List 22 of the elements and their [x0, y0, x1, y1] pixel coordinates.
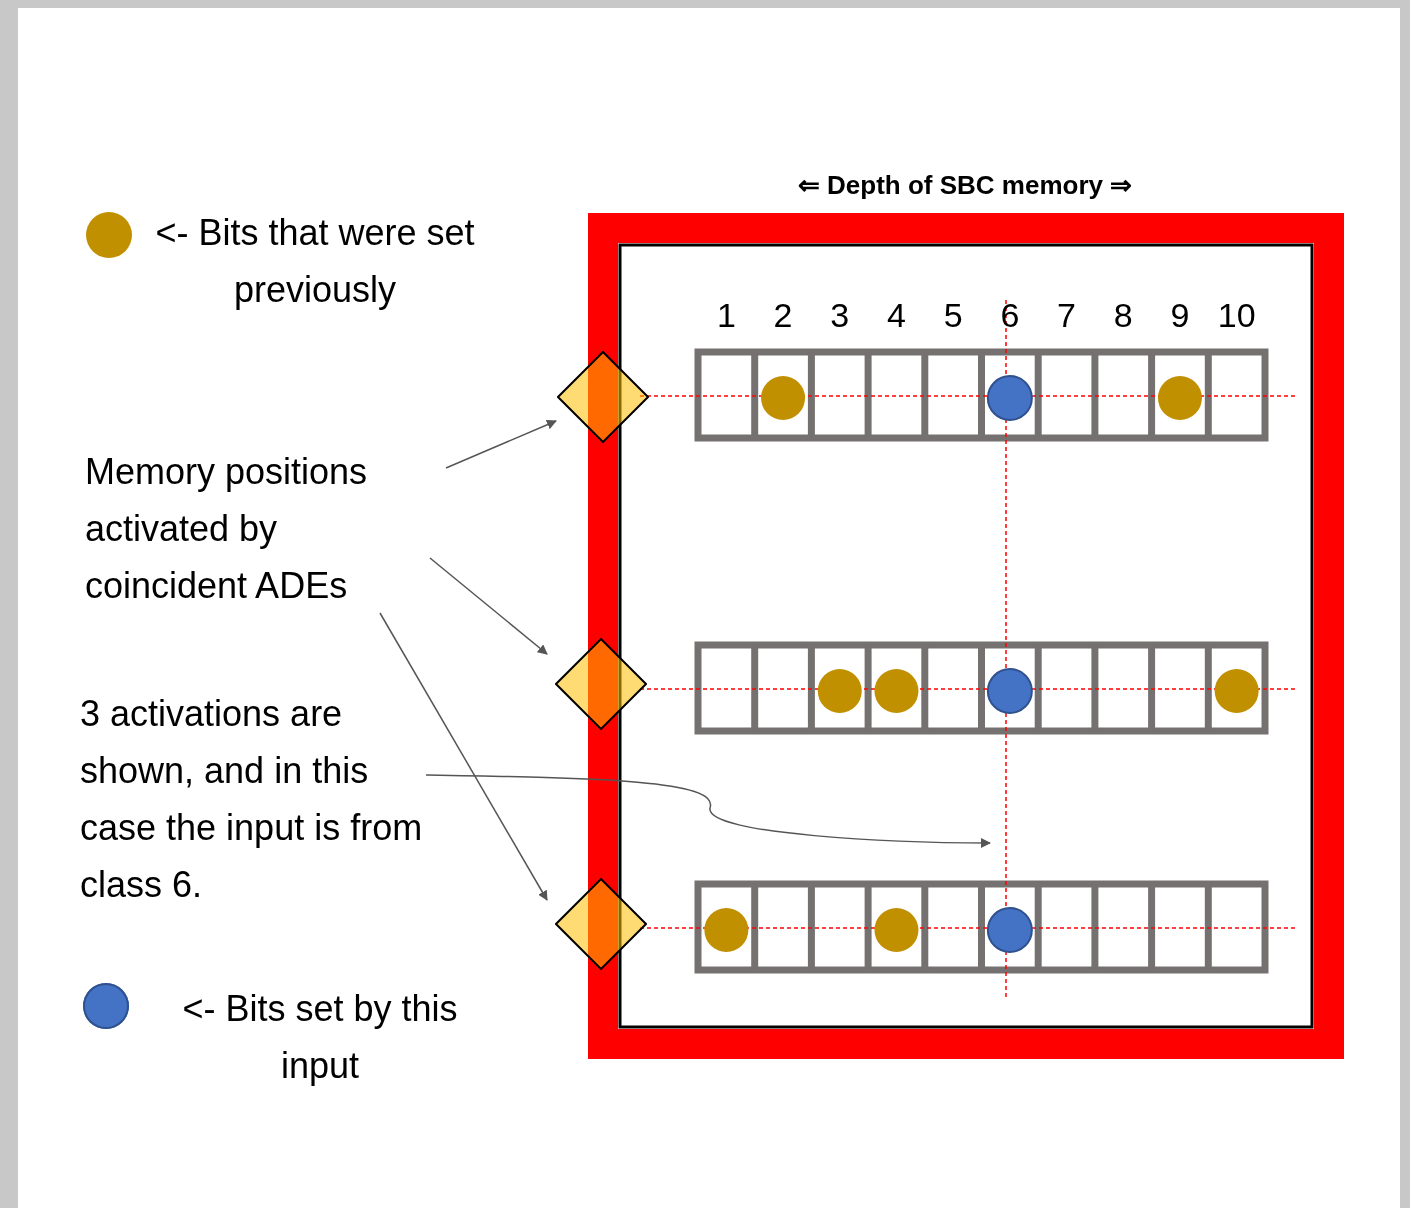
leader-line: [445, 419, 557, 469]
column-number: 8: [1112, 296, 1134, 335]
column-number: 3: [829, 296, 851, 335]
column-number: 6: [999, 296, 1021, 335]
legend-text: <- Bits set by this input: [181, 987, 459, 1088]
annotation-text: 3 activations are shown, and in this case the input is from class 6.: [80, 685, 425, 913]
diamond-marker: [555, 638, 647, 730]
leader-line: [379, 612, 548, 901]
column-number: 7: [1056, 296, 1077, 335]
leader-line: [425, 774, 991, 848]
column-number: 9: [1169, 296, 1191, 335]
annotation-text: Memory positions activated by coincident ADEs: [85, 443, 445, 614]
column-number: 5: [942, 296, 964, 335]
legend-text: <- Bits that were set previously: [154, 211, 476, 312]
leader-line: [429, 557, 548, 655]
column-number: 4: [885, 296, 907, 335]
column-number: 10: [1216, 296, 1257, 335]
diamond-marker: [555, 878, 647, 970]
column-number: 2: [772, 296, 794, 335]
column-number: 1: [715, 296, 737, 335]
axis-heading: ⇐ Depth of SBC memory ⇒: [796, 170, 1134, 201]
diamond-marker: [557, 351, 649, 443]
